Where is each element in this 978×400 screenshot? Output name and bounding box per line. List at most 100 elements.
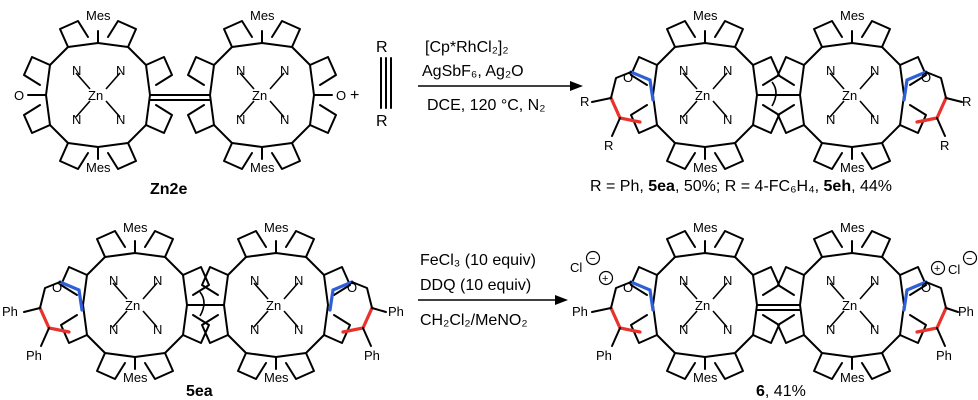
atom-n: N [109, 322, 118, 337]
atom-n: N [280, 112, 289, 127]
substituent-mes: Mes [693, 370, 718, 385]
substituent-mes: Mes [86, 160, 111, 175]
condition-solvent: CH₂Cl₂/MeNO₂ [420, 312, 528, 329]
minus-sign: − [966, 253, 972, 265]
alkyne-substituent-r: R [376, 113, 388, 130]
alkyne-substituent-r: R [376, 39, 388, 56]
substituent-mes: Mes [693, 8, 718, 23]
atom-n: N [870, 112, 879, 127]
substituent-mes: Mes [250, 160, 275, 175]
atom-o: O [623, 70, 633, 85]
atom-zn: Zn [266, 298, 281, 313]
condition-oxidant-ddq: DDQ (10 equiv) [420, 277, 531, 294]
atom-o: O [921, 280, 931, 295]
plus-sign: + [350, 87, 359, 104]
atom-o: O [623, 280, 633, 295]
condition-solvent: DCE, 120 °C, N₂ [427, 97, 545, 114]
substituent-mes: Mes [840, 160, 865, 175]
substituent-mes: Mes [693, 220, 718, 235]
atom-n: N [679, 63, 688, 78]
chloride-ion: Cl [570, 260, 582, 275]
reactant-alkyne: R R [376, 39, 392, 130]
negative-charge-icon [585, 250, 601, 266]
substituent-r: R [940, 138, 949, 153]
atom-o: O [921, 70, 931, 85]
atom-n: N [870, 322, 879, 337]
substituent-ph: Ph [936, 348, 952, 363]
substituent-ph: Ph [958, 304, 974, 319]
atom-zn: Zn [125, 298, 140, 313]
atom-n: N [72, 112, 81, 127]
atom-n: N [116, 112, 125, 127]
atom-n: N [250, 322, 259, 337]
atom-o: O [14, 88, 24, 103]
atom-o: O [347, 280, 357, 295]
atom-n: N [870, 273, 879, 288]
substituent-ph: Ph [572, 304, 588, 319]
atom-zn: Zn [842, 88, 857, 103]
condition-additive: AgSbF₆, Ag₂O [422, 63, 524, 80]
atom-n: N [236, 63, 245, 78]
atom-n: N [826, 273, 835, 288]
atom-zn: Zn [695, 298, 710, 313]
atom-n: N [294, 322, 303, 337]
minus-sign: − [589, 253, 595, 265]
substituent-mes: Mes [693, 160, 718, 175]
substituent-mes: Mes [264, 370, 289, 385]
product-6: O O Cl − + + Cl − Ph Ph Ph Ph N N N N Zn… [570, 220, 978, 400]
reactant-5ea: O O Ph Ph Ph Ph N N N N Zn N N N N Zn Me… [2, 220, 404, 400]
atom-n: N [723, 112, 732, 127]
chloride-ion: Cl [948, 262, 960, 277]
product-5: O O R R R R N N N N Zn N N N N Zn Mes Me… [580, 8, 971, 175]
atom-n: N [679, 273, 688, 288]
atom-n: N [826, 322, 835, 337]
substituent-mes: Mes [840, 220, 865, 235]
positive-charge-icon [598, 270, 614, 286]
atom-n: N [679, 322, 688, 337]
atom-o: O [52, 280, 62, 295]
substituent-mes: Mes [840, 370, 865, 385]
atom-n: N [826, 63, 835, 78]
atom-zn: Zn [695, 88, 710, 103]
substituent-mes: Mes [123, 370, 148, 385]
substituent-mes: Mes [123, 220, 148, 235]
atom-zn: Zn [252, 88, 267, 103]
atom-zn: Zn [88, 88, 103, 103]
substituent-r: R [604, 138, 613, 153]
product-caption-1: R = Ph, 5ea, 50%; R = 4-FC₆H₄, 5eh, 44% [590, 178, 892, 195]
substituent-ph: Ph [26, 348, 42, 363]
positive-charge-icon [930, 260, 946, 276]
atom-n: N [72, 63, 81, 78]
atom-n: N [723, 273, 732, 288]
atom-n: N [280, 63, 289, 78]
substituent-ph: Ph [388, 304, 404, 319]
negative-charge-icon [962, 250, 978, 266]
compound-label-6: 6, 41% [756, 383, 806, 400]
atom-n: N [250, 273, 259, 288]
atom-n: N [109, 273, 118, 288]
substituent-ph: Ph [2, 304, 18, 319]
atom-n: N [153, 322, 162, 337]
atom-n: N [116, 63, 125, 78]
substituent-mes: Mes [250, 8, 275, 23]
atom-n: N [826, 112, 835, 127]
substituent-ph: Ph [596, 348, 612, 363]
reactant-zn2e: N N N N Zn N N N N Zn Mes Mes Mes Mes O … [14, 8, 346, 198]
reaction-arrow-1: [Cp*RhCl₂]₂ AgSbF₆, Ag₂O DCE, 120 °C, N₂ [418, 39, 583, 114]
atom-n: N [153, 273, 162, 288]
atom-n: N [870, 63, 879, 78]
condition-catalyst: [Cp*RhCl₂]₂ [425, 39, 509, 56]
atom-n: N [236, 112, 245, 127]
compound-label-5ea: 5ea [186, 383, 213, 400]
condition-oxidant: FeCl₃ (10 equiv) [420, 252, 536, 269]
substituent-ph: Ph [364, 348, 380, 363]
atom-o: O [336, 88, 346, 103]
substituent-mes: Mes [264, 220, 289, 235]
atom-n: N [679, 112, 688, 127]
compound-label-zn2e: Zn2e [150, 181, 187, 198]
atom-zn: Zn [842, 298, 857, 313]
atom-n: N [723, 322, 732, 337]
plus-sign-charge: + [934, 263, 940, 275]
atom-n: N [294, 273, 303, 288]
